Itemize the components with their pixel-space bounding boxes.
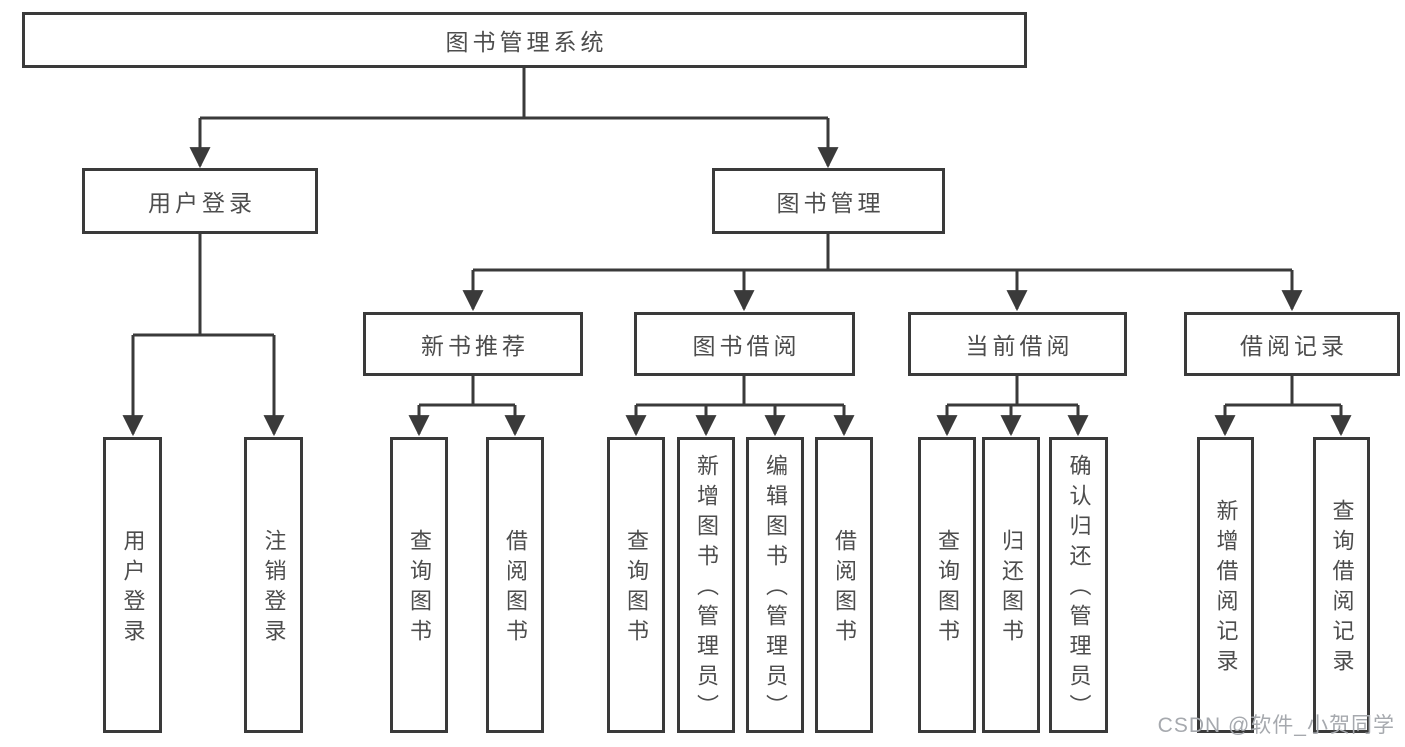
csdn-watermark: CSDN @软件_小贺同学 [1157, 714, 1395, 737]
leaf-edit-book-admin: 编辑图书（管理员） [746, 437, 804, 733]
leaf-query-books-current: 查询图书 [918, 437, 976, 733]
node-library-management-system: 图书管理系统 [22, 12, 1027, 68]
leaf-logout: 注销登录 [244, 437, 303, 733]
node-user-login: 用户登录 [82, 168, 318, 234]
leaf-query-books-borrow: 查询图书 [607, 437, 665, 733]
leaf-query-books-recommend: 查询图书 [390, 437, 448, 733]
leaf-query-borrow-record: 查询借阅记录 [1313, 437, 1370, 733]
leaf-borrow-books-recommend: 借阅图书 [486, 437, 544, 733]
leaf-add-book-admin: 新增图书（管理员） [677, 437, 735, 733]
node-book-management: 图书管理 [712, 168, 945, 234]
leaf-borrow-books: 借阅图书 [815, 437, 873, 733]
leaf-user-login: 用户登录 [103, 437, 162, 733]
node-current-borrow: 当前借阅 [908, 312, 1127, 376]
leaf-confirm-return-admin: 确认归还（管理员） [1049, 437, 1108, 733]
node-book-borrow: 图书借阅 [634, 312, 855, 376]
node-new-book-recommend: 新书推荐 [363, 312, 583, 376]
leaf-return-book: 归还图书 [982, 437, 1040, 733]
node-borrow-records: 借阅记录 [1184, 312, 1400, 376]
leaf-add-borrow-record: 新增借阅记录 [1197, 437, 1254, 733]
